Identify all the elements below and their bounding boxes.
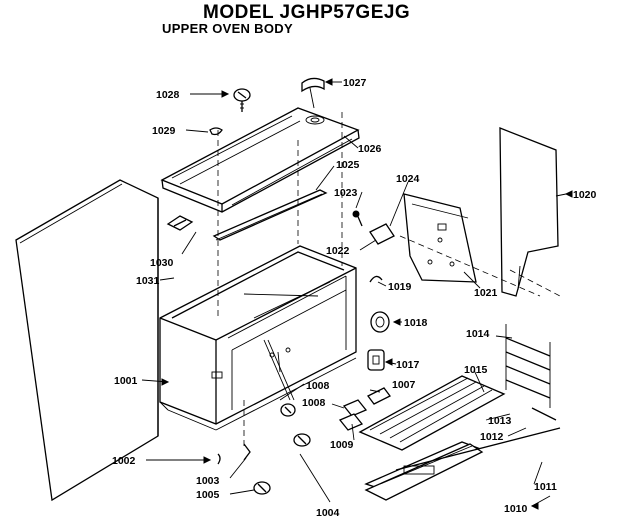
top-cover-panel bbox=[160, 107, 360, 213]
clip-part-1019 bbox=[369, 275, 383, 283]
small-brackets bbox=[338, 387, 391, 431]
part-label-1004: 1004 bbox=[316, 507, 340, 519]
part-label-1001: 1001 bbox=[114, 375, 138, 387]
part-label-1007: 1007 bbox=[392, 379, 416, 391]
part-label-1024: 1024 bbox=[396, 173, 420, 185]
diagram-title: MODEL JGHP57GEJG bbox=[203, 2, 411, 23]
thermostat-switch bbox=[367, 349, 385, 371]
part-label-1011: 1011 bbox=[534, 481, 557, 493]
part-label-1021: 1021 bbox=[474, 287, 498, 299]
oven-rack-supports bbox=[505, 324, 551, 408]
part-label-1028: 1028 bbox=[156, 89, 180, 101]
bracket-part-1030 bbox=[166, 215, 194, 231]
part-label-1003: 1003 bbox=[196, 475, 220, 487]
oven-rack bbox=[358, 375, 506, 451]
left-side-panel bbox=[15, 179, 159, 502]
back-control-plate bbox=[403, 193, 477, 283]
part-label-1025: 1025 bbox=[336, 159, 360, 171]
vent-cap-part bbox=[301, 77, 325, 109]
part-label-1012: 1012 bbox=[480, 431, 504, 443]
part-label-1027: 1027 bbox=[343, 77, 367, 89]
part-label-1020: 1020 bbox=[573, 189, 597, 201]
right-side-panel bbox=[499, 127, 559, 297]
part-label-1017: 1017 bbox=[396, 359, 420, 371]
mount-bracket-1024 bbox=[352, 210, 395, 245]
part-label-1019: 1019 bbox=[388, 281, 412, 293]
bottom-hardware bbox=[217, 443, 271, 495]
bottom-broil-tray bbox=[364, 407, 561, 501]
lamp-socket bbox=[370, 311, 390, 333]
part-label-1002: 1002 bbox=[112, 455, 136, 467]
part-label-1009: 1009 bbox=[330, 439, 354, 451]
part-label-1031: 1031 bbox=[136, 275, 160, 287]
part-label-1030: 1030 bbox=[150, 257, 174, 269]
screw-part-1028 bbox=[233, 88, 251, 112]
part-label-1013: 1013 bbox=[488, 415, 512, 427]
diagram-subtitle: UPPER OVEN BODY bbox=[162, 21, 293, 36]
part-label-1026: 1026 bbox=[358, 143, 382, 155]
alignment-dashes bbox=[217, 112, 561, 446]
screw-part-1004 bbox=[280, 403, 311, 447]
oven-body-cabinet bbox=[159, 245, 357, 431]
part-label-1014: 1014 bbox=[466, 328, 490, 340]
part-label-1015: 1015 bbox=[464, 364, 488, 376]
part-label-1018: 1018 bbox=[404, 317, 428, 329]
part-label-1022: 1022 bbox=[326, 245, 350, 257]
part-label-1005: 1005 bbox=[196, 489, 220, 501]
part-label-1010: 1010 bbox=[504, 503, 528, 515]
part-label-1023: 1023 bbox=[334, 187, 358, 199]
clip-part-1029 bbox=[209, 127, 223, 136]
part-label-1029: 1029 bbox=[152, 125, 176, 137]
callout-arrowheads bbox=[161, 78, 573, 510]
part-label-1008b: 1008 bbox=[302, 397, 326, 409]
part-label-1008a: 1008 bbox=[306, 380, 330, 392]
